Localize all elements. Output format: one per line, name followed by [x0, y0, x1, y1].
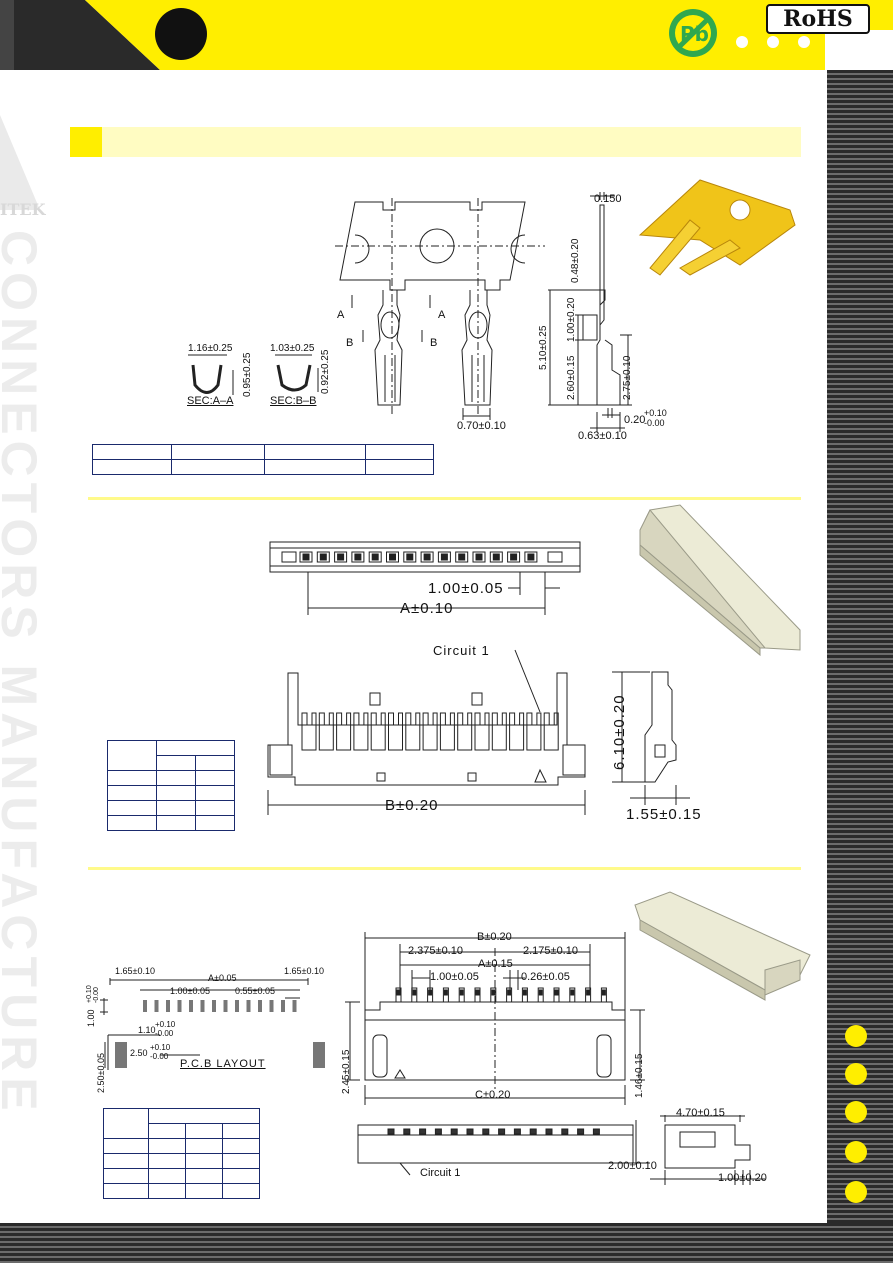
pcb-a-dim: A±0.05: [208, 973, 237, 983]
smt-pin-w: 0.26±0.05: [521, 971, 570, 983]
section-bar-terminal: [70, 127, 801, 157]
housing-a-dim: A±0.10: [400, 600, 454, 617]
smt-circuit: Circuit 1: [420, 1167, 461, 1179]
dim-095: 0.95±0.25: [242, 352, 253, 397]
dim-0150: 0.150: [594, 193, 622, 205]
dim-070: 0.70±0.10: [457, 420, 506, 432]
dim-048: 0.48±0.20: [570, 238, 581, 283]
smt-h146: 1.46±0.15: [634, 1053, 645, 1098]
housing-b-dim: B±0.20: [385, 797, 439, 814]
pcb-pad-left: [115, 1042, 127, 1068]
dim-063: 0.63±0.10: [578, 430, 627, 442]
side-dot-5: [845, 1181, 867, 1203]
dim-116: 1.16±0.25: [188, 343, 233, 354]
terminal-3d-image: [638, 179, 796, 276]
side-dot-1: [845, 1025, 867, 1047]
pcb-pitch: 1.00±0.05: [170, 986, 210, 996]
rohs-badge: RoHS: [766, 4, 870, 34]
section-a-right: A: [438, 309, 446, 321]
smt-w470: 4.70±0.15: [676, 1107, 725, 1119]
dim-510: 5.10±0.25: [538, 325, 549, 370]
dim-092: 0.92±0.25: [320, 349, 331, 394]
dim-020-tol-minus: -0.00: [644, 418, 665, 428]
pcb-layout-title: P.C.B LAYOUT: [180, 1058, 266, 1070]
bottom-stripes: [0, 1223, 893, 1263]
black-circle-icon: [155, 8, 207, 60]
dim-100: 1.00±0.20: [566, 297, 577, 342]
brand-logo: ITEK: [0, 115, 47, 219]
housing-h-dim: 6.10±0.20: [611, 694, 628, 770]
section-marker: [70, 127, 102, 157]
pcb-d110: 1.10: [138, 1025, 156, 1035]
pcb-d110-tol-minus: -0.00: [155, 1029, 174, 1038]
housing-pitch: 1.00±0.05: [428, 580, 504, 597]
smt-d200: 2.00±0.10: [608, 1160, 657, 1172]
pcb-d165-left: 1.65±0.10: [115, 966, 155, 976]
housing-3d-image: [639, 504, 801, 657]
pcb-pad-right: [313, 1042, 325, 1068]
section-b-left: B: [346, 337, 354, 349]
housing-drawing: [267, 504, 801, 815]
pcb-v250: 2.50±0.05: [96, 1053, 106, 1093]
smt-a-dim: A±0.15: [478, 958, 513, 970]
smt-b-dim: B±0.20: [477, 931, 512, 943]
dim-020: 0.20: [624, 414, 646, 426]
smt-h245: 2.45±0.15: [341, 1049, 352, 1094]
pcb-d110-tol-plus: +0.10: [155, 1020, 176, 1029]
pcb-d165-right: 1.65±0.10: [284, 966, 324, 976]
smt-c-dim: C±0.20: [475, 1089, 511, 1101]
dim-103: 1.03±0.25: [270, 343, 315, 354]
sec-bb-label: SEC:B–B: [270, 395, 317, 407]
pcb-v100-tol-minus: -0.00: [93, 987, 100, 1003]
dim-260: 2.60±0.15: [566, 355, 577, 400]
dim-020-tol-plus: +0.10: [644, 408, 667, 418]
section-divider-2: [88, 867, 801, 870]
smt-d2175: 2.175±0.10: [523, 945, 578, 957]
dim-275: 2.75±0.10: [622, 355, 633, 400]
smt-header-drawing: [100, 891, 811, 1185]
terminal-drawing: [188, 179, 796, 432]
housing-circuit: Circuit 1: [433, 643, 490, 658]
section-divider-1: [88, 497, 801, 500]
smt-spec-table: [103, 1108, 260, 1199]
pcb-d250-tol-minus: -0.00: [150, 1052, 169, 1061]
pcb-pad-w: 0.55±0.05: [235, 986, 275, 996]
watermark: CONNECTORS MANUFACTURE: [0, 230, 47, 1117]
svg-text:ITEK: ITEK: [0, 200, 47, 219]
side-dot-3: [845, 1101, 867, 1123]
smt-d2375: 2.375±0.10: [408, 945, 463, 957]
pcb-d250: 2.50: [130, 1048, 148, 1058]
section-b-right: B: [430, 337, 438, 349]
housing-w-dim: 1.55±0.15: [626, 806, 702, 823]
sec-aa-label: SEC:A–A: [187, 395, 234, 407]
section-a-left: A: [337, 309, 345, 321]
terminal-spec-table: [92, 444, 434, 475]
pcb-v100: 1.00: [86, 1009, 96, 1027]
header-banner: Pb: [0, 0, 893, 70]
pcb-d250-tol-plus: +0.10: [150, 1043, 171, 1052]
side-dot-2: [845, 1063, 867, 1085]
smt-d100: 1.00±0.20: [718, 1172, 767, 1184]
pcb-v100-tol-plus: +0.10: [86, 985, 93, 1003]
smt-3d-image: [634, 891, 811, 1001]
smt-pitch: 1.00±0.05: [430, 971, 479, 983]
side-dot-4: [845, 1141, 867, 1163]
housing-spec-table: [107, 740, 235, 831]
